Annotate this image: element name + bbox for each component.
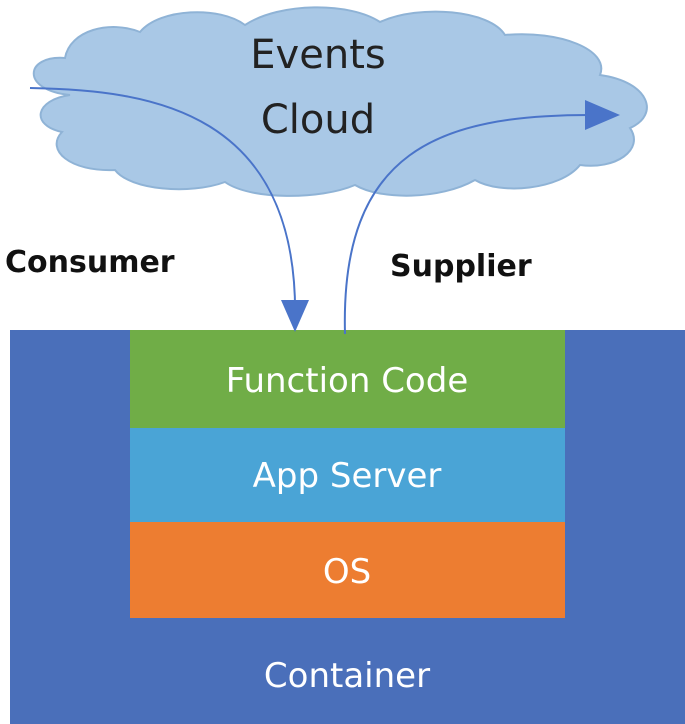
function-code-layer — [130, 330, 565, 428]
os-label: OS — [323, 552, 371, 592]
app-server-layer — [130, 428, 565, 522]
supplier-arrowhead — [585, 100, 620, 130]
events-cloud-shape — [32, 6, 648, 197]
cloud-title-line1: Events — [250, 32, 385, 78]
consumer-label: Consumer — [5, 245, 175, 280]
app-server-label: App Server — [253, 456, 442, 496]
consumer-arrowhead — [281, 300, 309, 332]
os-layer — [130, 522, 565, 618]
function-code-label: Function Code — [226, 361, 468, 401]
supplier-arrow — [343, 114, 591, 335]
supplier-label: Supplier — [390, 249, 532, 284]
container-label: Container — [264, 656, 430, 696]
consumer-arrow — [29, 87, 301, 327]
cloud-title-line2: Cloud — [261, 97, 375, 143]
